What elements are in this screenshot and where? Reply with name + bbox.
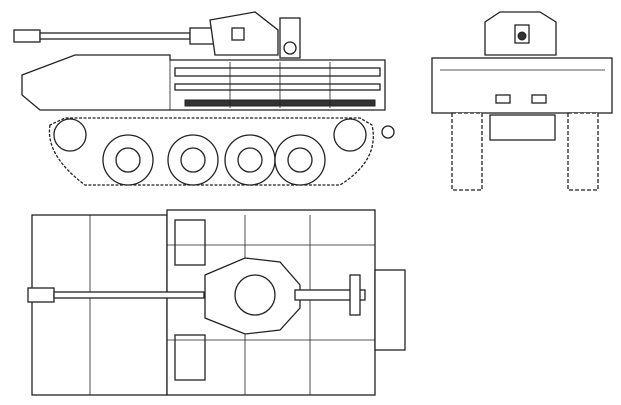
front-view bbox=[431, 11, 613, 191]
gun-shield-side bbox=[209, 11, 301, 59]
gun-barrel-side bbox=[13, 27, 241, 45]
side-view bbox=[13, 11, 395, 186]
gun-top bbox=[27, 257, 366, 335]
hull-front bbox=[431, 57, 613, 114]
rear-hatch-top bbox=[374, 269, 406, 351]
hull-side bbox=[21, 54, 395, 139]
top-view bbox=[27, 209, 406, 396]
track-right-front bbox=[567, 112, 599, 191]
track-left-front bbox=[451, 112, 483, 191]
engine-deck-top bbox=[31, 214, 168, 396]
track-side bbox=[48, 117, 374, 186]
